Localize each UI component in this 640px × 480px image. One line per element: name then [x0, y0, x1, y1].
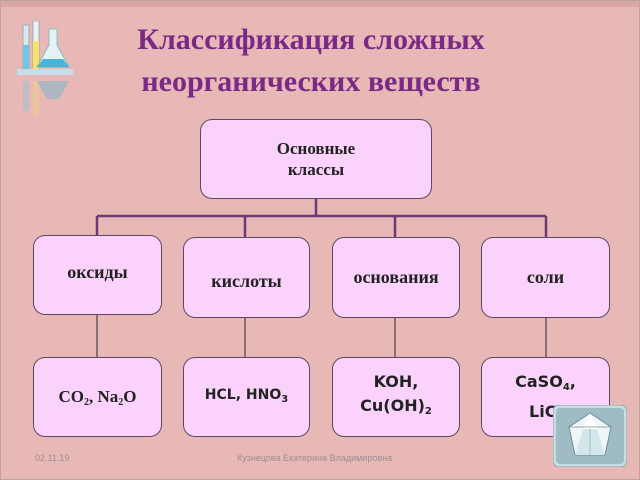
example-salts-line-1: CaSO4, — [515, 372, 576, 393]
slide-title: Классификация сложных неорганических вещ… — [81, 19, 541, 103]
category-box-oxides: оксиды — [33, 235, 162, 315]
example-box-acids: HCL, HNO3 — [183, 357, 310, 437]
example-box-salts: CaSO4, LiCl — [481, 357, 610, 437]
category-label-acids: кислоты — [211, 271, 282, 291]
example-box-bases: KOH, Cu(OH)2 — [332, 357, 460, 437]
example-bases-line-1: KOH, — [373, 372, 419, 391]
footer-author: Кузнецова Екатерина Владимировна — [237, 453, 393, 463]
crystal-gem-icon — [553, 405, 627, 467]
category-label-salts: соли — [526, 267, 565, 287]
category-box-bases: основания — [332, 237, 460, 318]
root-label-line-2: классы — [287, 160, 345, 179]
example-bases-line-2: Cu(OH)2 — [360, 396, 432, 417]
lab-flasks-icon — [17, 21, 73, 115]
example-acids-formula: HCL, HNO3 — [204, 386, 289, 405]
root-box-main-classes: Основные классы — [200, 119, 432, 199]
category-box-acids: кислоты — [183, 237, 310, 318]
example-box-oxides: CO2, Na2O — [33, 357, 162, 437]
category-box-salts: соли — [481, 237, 610, 318]
category-label-oxides: оксиды — [67, 261, 128, 282]
title-line-2: неорганических веществ — [141, 65, 481, 98]
slide-top-border — [1, 1, 639, 7]
root-label-line-1: Основные — [276, 139, 356, 158]
footer-date: 02.11.19 — [35, 453, 70, 463]
category-label-bases: основания — [353, 267, 439, 287]
title-line-1: Классификация сложных — [137, 23, 485, 56]
example-oxides-formula: CO2, Na2O — [58, 386, 137, 408]
